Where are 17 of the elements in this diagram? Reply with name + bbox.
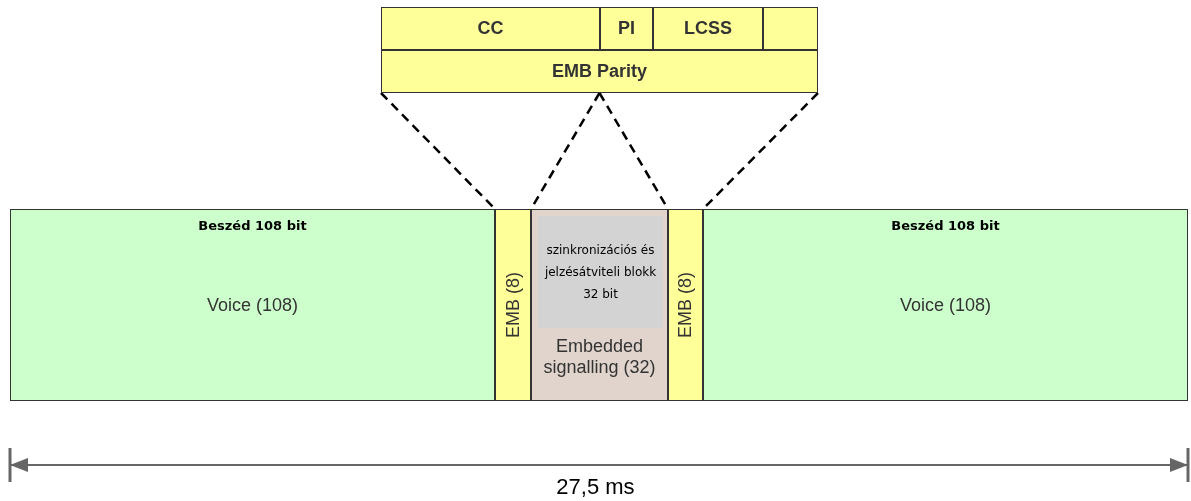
zoom-line (380, 92, 496, 210)
field-cell: CC (381, 7, 600, 50)
duration-label: 27,5 ms (555, 474, 636, 500)
note-box: szinkronizációs és jelzésátviteli blokk 32 bit (538, 216, 663, 328)
field-cell: EMB Parity (381, 50, 818, 93)
voice-block (703, 209, 1188, 401)
bit-count-note: Beszéd 108 bit (197, 218, 308, 233)
voice-block (10, 209, 495, 401)
field-cell: LCSS (653, 7, 763, 50)
signalling-block (531, 209, 668, 401)
bit-count-note: Beszéd 108 bit (890, 218, 1001, 233)
block-label: Voice (108) (899, 294, 992, 316)
emb-block: EMB (8) (495, 209, 531, 401)
block-label: Embedded signalling (32) (542, 336, 657, 378)
block-label: Voice (108) (206, 294, 299, 316)
emb-block: EMB (8) (668, 209, 703, 401)
field-cell: PI (600, 7, 653, 50)
